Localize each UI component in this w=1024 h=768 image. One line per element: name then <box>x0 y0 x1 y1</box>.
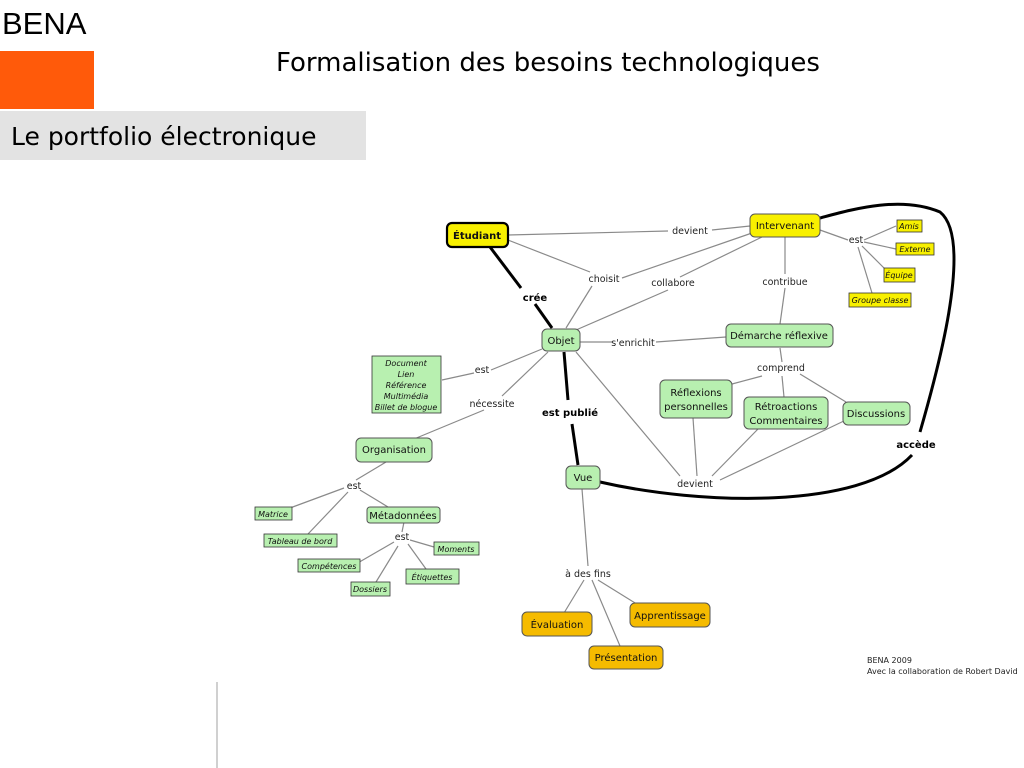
svg-text:Référence: Référence <box>386 380 427 390</box>
node-discussions: Discussions <box>842 401 911 426</box>
node-presentation: Présentation <box>588 645 664 670</box>
link-choisit: choisit <box>588 274 619 285</box>
credit-line-2: Avec la collaboration de Robert David <box>867 667 1018 676</box>
node-vue: Vue <box>565 465 601 490</box>
connectors <box>289 225 897 647</box>
link-devient-bottom: devient <box>677 479 713 490</box>
link-est-objet: est <box>475 365 490 376</box>
link-accede: accède <box>896 439 936 451</box>
link-a-des-fins: à des fins <box>565 569 611 580</box>
item-tableau-de-bord: Tableau de bord <box>263 533 338 548</box>
credit-line-1: BENA 2009 <box>867 656 912 665</box>
item-matrice: Matrice <box>254 506 293 521</box>
svg-text:Objet: Objet <box>547 336 574 347</box>
node-objet: Objet <box>541 328 581 352</box>
node-evaluation: Évaluation <box>521 611 593 637</box>
svg-text:Équipe: Équipe <box>885 269 913 280</box>
link-cree: crée <box>523 292 548 304</box>
item-moments: Moments <box>433 541 480 556</box>
node-metadonnees: Métadonnées <box>366 506 441 524</box>
brand-title: BENA <box>2 6 87 41</box>
item-externe: Externe <box>895 242 935 256</box>
svg-text:Apprentissage: Apprentissage <box>634 611 706 622</box>
subtitle-bar: Le portfolio électronique <box>0 111 366 160</box>
accent-block <box>0 51 94 109</box>
svg-text:Présentation: Présentation <box>595 652 658 664</box>
credit-note: BENA 2009 Avec la collaboration de Rober… <box>867 655 1018 677</box>
node-intervenant: Intervenant <box>749 213 821 238</box>
svg-text:Démarche réflexive: Démarche réflexive <box>730 330 828 342</box>
svg-text:Lien: Lien <box>398 370 415 379</box>
link-devient-top: devient <box>672 226 708 237</box>
svg-text:Groupe classe: Groupe classe <box>852 296 909 305</box>
slide-title: Formalisation des besoins technologiques <box>276 48 820 78</box>
link-labels: devient est choisit collabore contribue … <box>347 226 936 580</box>
link-senrichit: s'enrichit <box>611 338 655 349</box>
svg-text:Étudiant: Étudiant <box>453 229 501 242</box>
svg-text:Commentaires: Commentaires <box>749 416 822 427</box>
svg-text:Multimédia: Multimédia <box>384 391 429 401</box>
subtitle-text: Le portfolio électronique <box>11 122 317 151</box>
vertical-divider <box>216 682 218 768</box>
svg-text:Intervenant: Intervenant <box>756 221 814 232</box>
svg-text:Moments: Moments <box>438 545 475 554</box>
svg-text:Étiquettes: Étiquettes <box>412 571 453 582</box>
node-apprentissage: Apprentissage <box>629 602 711 628</box>
svg-text:Organisation: Organisation <box>362 445 426 456</box>
item-dossiers: Dossiers <box>350 581 391 597</box>
link-est-intervenant: est <box>849 235 864 246</box>
svg-text:Tableau de bord: Tableau de bord <box>268 537 333 546</box>
svg-text:Vue: Vue <box>574 473 593 484</box>
node-etudiant: Étudiant <box>445 221 510 249</box>
svg-text:Amis: Amis <box>898 222 919 231</box>
node-reflexions-personnelles: Réflexions personnelles <box>659 379 733 419</box>
link-necessite: nécessite <box>469 399 514 410</box>
item-objet-types: Document Lien Référence Multimédia Bille… <box>371 355 442 414</box>
item-equipe: Équipe <box>883 267 916 283</box>
item-etiquettes: Étiquettes <box>405 568 460 585</box>
svg-text:Billet de blogue: Billet de blogue <box>375 403 438 412</box>
svg-text:Réflexions: Réflexions <box>670 387 721 399</box>
svg-text:Matrice: Matrice <box>258 510 288 519</box>
svg-text:Métadonnées: Métadonnées <box>369 510 437 522</box>
svg-text:Évaluation: Évaluation <box>531 618 584 631</box>
node-retroactions-commentaires: Rétroactions Commentaires <box>743 396 829 430</box>
link-contribue: contribue <box>762 277 807 288</box>
svg-text:Externe: Externe <box>899 245 930 254</box>
node-organisation: Organisation <box>355 437 433 463</box>
svg-text:Document: Document <box>385 359 427 368</box>
item-amis: Amis <box>896 219 923 233</box>
svg-text:Dossiers: Dossiers <box>353 585 387 594</box>
link-collabore: collabore <box>651 278 695 289</box>
bold-connectors <box>488 202 956 500</box>
node-demarche-reflexive: Démarche réflexive <box>725 323 834 348</box>
link-est-organisation: est <box>347 481 362 492</box>
item-groupe-classe: Groupe classe <box>848 292 912 308</box>
svg-text:Rétroactions: Rétroactions <box>755 401 818 413</box>
svg-text:personnelles: personnelles <box>664 402 728 413</box>
svg-text:Compétences: Compétences <box>302 561 357 571</box>
link-comprend: comprend <box>757 363 805 374</box>
svg-text:Discussions: Discussions <box>847 409 905 420</box>
link-est-metadonnees: est <box>395 532 410 543</box>
link-est-publie: est publié <box>542 407 598 419</box>
item-competences: Compétences <box>297 558 361 573</box>
